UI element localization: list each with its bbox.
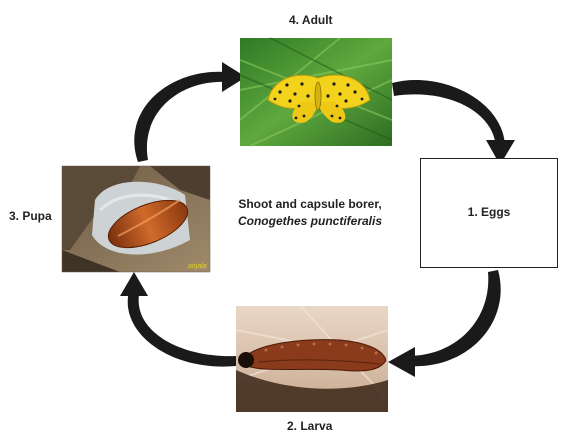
watermark: anjala <box>188 263 207 270</box>
larva-image <box>236 306 388 412</box>
species-name: Conogethes punctiferalis <box>200 213 420 230</box>
eggs-label: 1. Eggs <box>421 205 557 219</box>
eggs-box: 1. Eggs <box>420 158 558 268</box>
arrow-adult-to-eggs <box>392 80 505 148</box>
adult-label: 4. Adult <box>289 13 333 27</box>
arrow-larva-to-pupa-head <box>120 272 148 296</box>
arrow-larva-to-pupa <box>128 288 236 367</box>
pupa-image: anjala <box>62 166 210 272</box>
arrow-eggs-to-larva-head <box>388 347 415 377</box>
pupa-label: 3. Pupa <box>9 209 52 223</box>
center-title-line1: Shoot and capsule borer, <box>238 197 381 211</box>
center-title: Shoot and capsule borer, Conogethes punc… <box>200 196 420 230</box>
larva-label: 2. Larva <box>287 419 332 433</box>
adult-moth-image <box>240 38 392 146</box>
arrow-pupa-to-adult <box>134 72 226 162</box>
arrow-eggs-to-larva <box>408 270 501 366</box>
